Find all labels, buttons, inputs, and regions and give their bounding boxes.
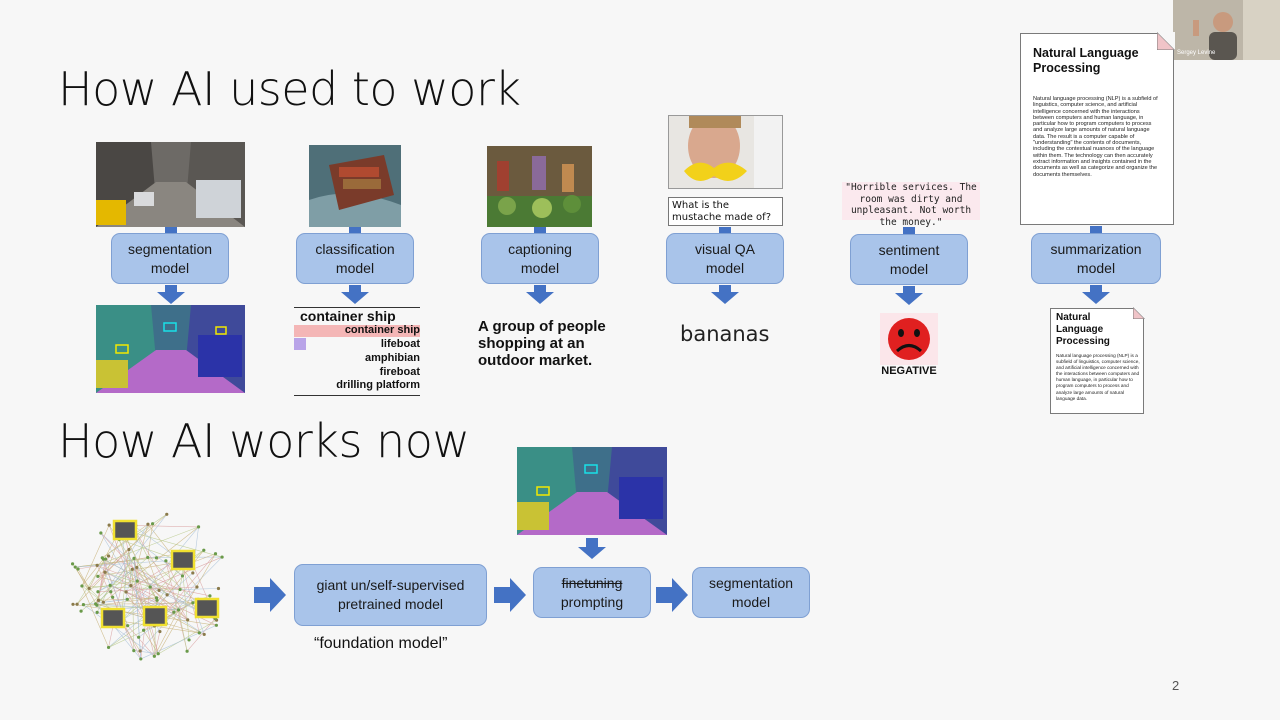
box-label-line1: segmentation	[708, 574, 794, 591]
captioning-model-box: captioning model	[481, 233, 599, 284]
sentiment-label: NEGATIVE	[881, 365, 937, 377]
right-arrow-icon	[494, 578, 526, 612]
down-arrow-icon	[711, 292, 739, 304]
presenter-caption: Sergey Levine	[1177, 50, 1216, 56]
box-label-line1: sentiment	[878, 241, 940, 258]
box-label-line2: model	[520, 259, 560, 276]
foundation-model-box: giant un/self-supervised pretrained mode…	[294, 564, 487, 626]
down-arrow-icon	[157, 292, 185, 304]
summarization-model-box: summarization model	[1031, 233, 1161, 284]
output-doc-title: Natural Language Processing	[1056, 312, 1110, 347]
box-label-line1: visual QA	[695, 240, 755, 257]
sentiment-review: "Horrible services. The room was dirty a…	[842, 182, 980, 228]
box-label-line2: model	[1076, 259, 1116, 276]
network-graph-image	[55, 500, 243, 670]
vqa-answer: bananas	[680, 322, 770, 346]
down-arrow-icon	[1082, 292, 1110, 304]
segmented-street-image-small	[517, 447, 667, 535]
label-container-ship: container ship	[344, 324, 420, 336]
classification-top-label: container ship	[300, 308, 396, 324]
summarization-output-doc: Natural Language Processing Natural lang…	[1050, 307, 1145, 414]
down-arrow-icon	[578, 547, 606, 559]
label-lifeboat: lifeboat	[380, 338, 420, 350]
doc-corner-icon	[1133, 307, 1145, 319]
right-arrow-icon	[656, 578, 688, 612]
banana-mustache-photo	[668, 115, 783, 189]
segmentation-result-box: segmentation model	[692, 567, 810, 618]
down-arrow-icon	[341, 292, 369, 304]
container-ship-photo	[309, 145, 401, 227]
caption-output: A group of people shopping at an outdoor…	[478, 318, 606, 369]
box-label-line1: classification	[315, 240, 395, 257]
label-fireboat: fireboat	[379, 366, 420, 378]
prompting-box: finetuning prompting	[533, 567, 651, 618]
segmented-street-image	[96, 305, 245, 393]
label-amphibian: amphibian	[364, 352, 420, 364]
finetuning-struck-label: finetuning	[561, 574, 623, 591]
classification-results: container ship container ship lifeboat a…	[294, 307, 420, 396]
summarization-input-doc: Natural Language Processing Natural lang…	[1020, 32, 1175, 225]
negative-face-icon	[880, 313, 938, 365]
visual-qa-model-box: visual QA model	[666, 233, 784, 284]
box-label-line1: captioning	[508, 240, 572, 257]
box-label-line1: segmentation	[127, 240, 213, 257]
doc-corner-icon	[1157, 32, 1175, 50]
down-arrow-icon	[895, 293, 923, 305]
presenter-figure	[1173, 0, 1280, 60]
box-label-line2: model	[150, 259, 190, 276]
prompting-label: prompting	[560, 593, 624, 610]
input-doc-title: Natural Language Processing	[1033, 46, 1139, 75]
title-old: How AI used to work	[58, 62, 521, 116]
street-photo	[96, 142, 245, 227]
box-label-line2: model	[889, 260, 929, 277]
sentiment-model-box: sentiment model	[850, 234, 968, 285]
input-doc-text: Natural language processing (NLP) is a s…	[1033, 96, 1158, 178]
presenter-video: Sergey Levine	[1173, 0, 1280, 60]
label-drilling-platform: drilling platform	[336, 379, 420, 391]
box-label-line1: giant un/self-supervised	[316, 577, 465, 593]
down-arrow-icon	[526, 292, 554, 304]
classification-model-box: classification model	[296, 233, 414, 284]
page-number: 2	[1172, 678, 1180, 693]
title-new: How AI works now	[58, 414, 470, 468]
right-arrow-icon	[254, 578, 286, 612]
segmentation-model-box: segmentation model	[111, 233, 229, 284]
box-label-line2: model	[335, 259, 375, 276]
box-label-line2: model	[705, 259, 745, 276]
box-label-line2: model	[731, 593, 771, 610]
market-photo	[487, 146, 592, 227]
foundation-model-caption: “foundation model”	[314, 635, 448, 652]
output-doc-text: Natural language processing (NLP) is a s…	[1056, 353, 1140, 401]
vqa-question: What is the mustache made of?	[668, 197, 783, 226]
box-label-line1: summarization	[1050, 240, 1142, 257]
box-label-line2: pretrained model	[337, 596, 444, 612]
